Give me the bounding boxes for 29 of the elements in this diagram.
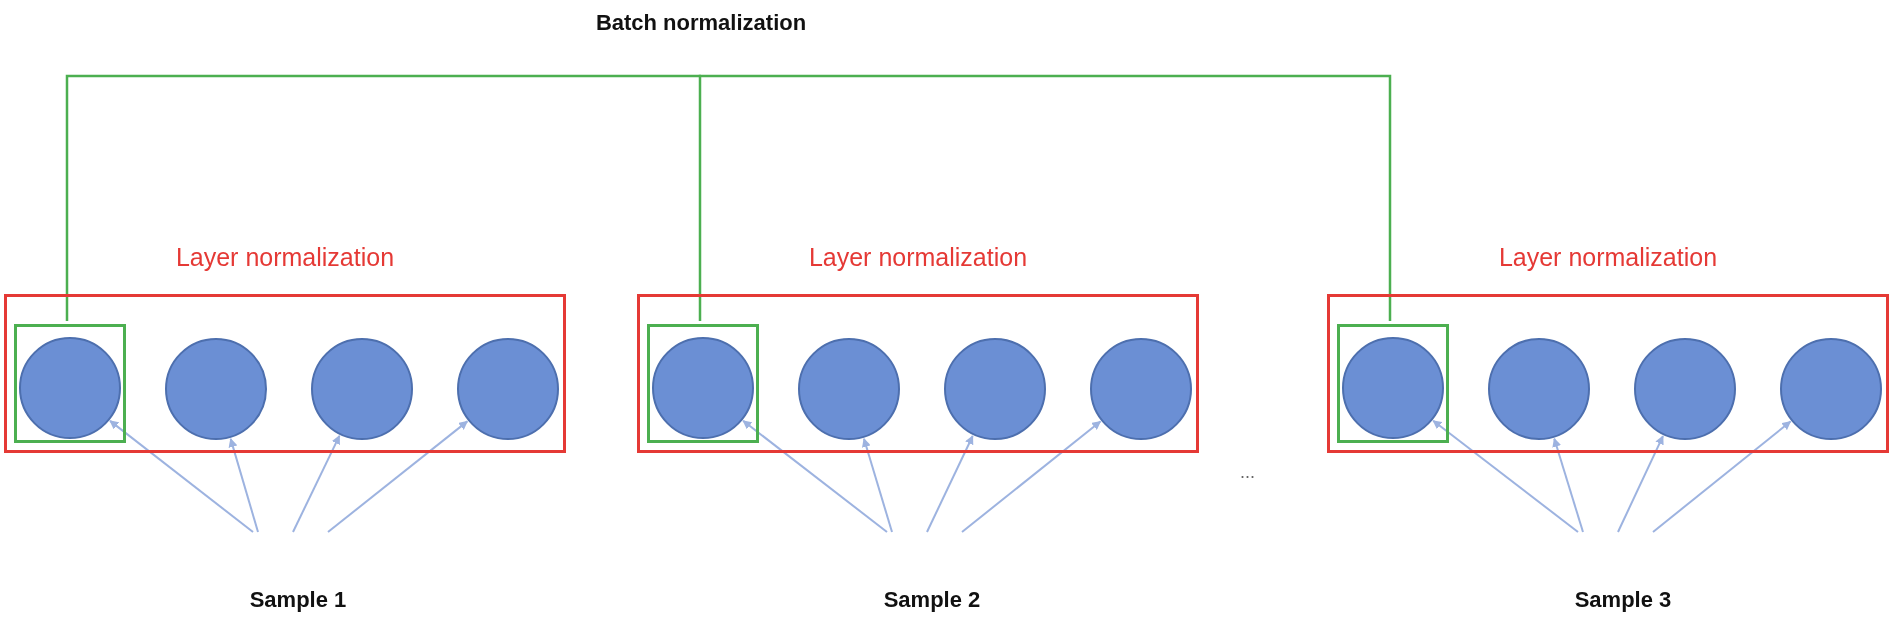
group-heading: Layer normalization — [807, 242, 1029, 273]
arrow — [327, 420, 469, 533]
arrow — [1552, 437, 1584, 533]
arrow — [862, 437, 893, 533]
highlight-box — [14, 324, 126, 443]
highlight-box — [647, 324, 759, 443]
neuron-circle — [652, 337, 754, 439]
connector-line — [701, 74, 1392, 321]
sample-label: Sample 3 — [1533, 532, 1713, 618]
sample-label: Sample 1 — [208, 532, 388, 618]
title-text: Batch normalization — [551, 8, 851, 76]
arrow — [1652, 420, 1792, 533]
neuron-circle — [1342, 337, 1444, 439]
arrow — [926, 434, 974, 533]
connector-line — [698, 74, 703, 321]
group-heading: Layer normalization — [1497, 242, 1719, 273]
arrow — [1432, 419, 1579, 533]
arrow — [961, 420, 1102, 533]
arrow — [742, 419, 888, 533]
neuron-circle — [19, 337, 121, 439]
arrow — [1617, 435, 1664, 533]
group-heading: Layer normalization — [174, 242, 396, 273]
connector-line — [65, 74, 701, 321]
highlight-box — [1337, 324, 1449, 443]
arrow — [228, 437, 259, 533]
arrow — [109, 419, 254, 533]
sample-label: Sample 2 — [842, 532, 1022, 618]
arrow — [292, 434, 341, 533]
ellipsis-text: ... — [1240, 462, 1255, 483]
